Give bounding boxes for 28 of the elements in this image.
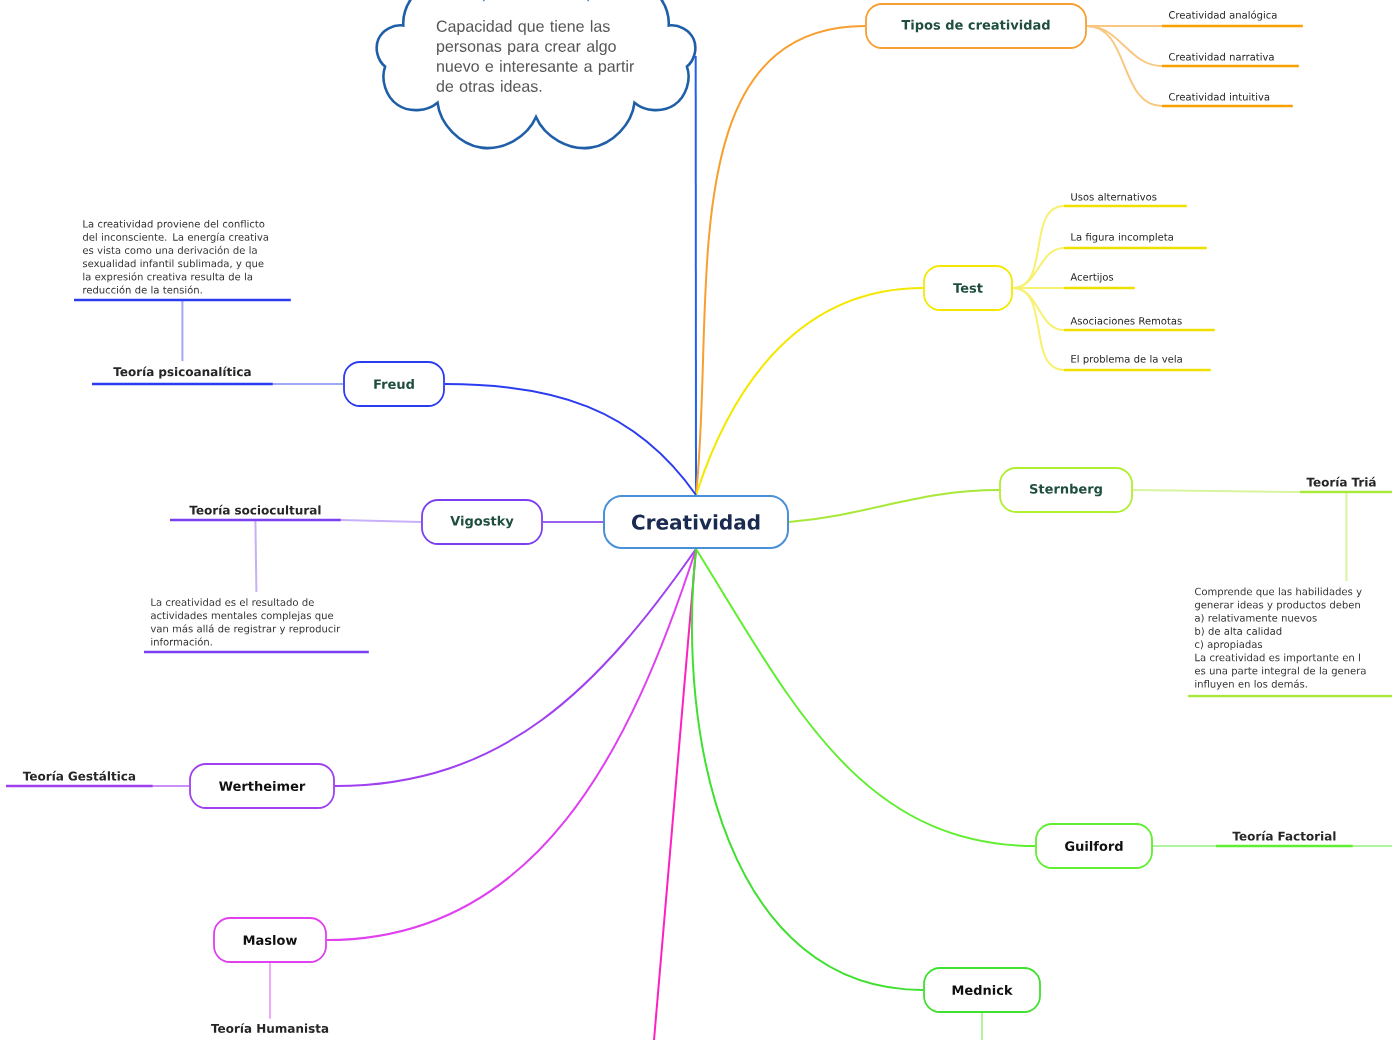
branch-line (695, 548, 1037, 847)
branch-line (695, 25, 867, 496)
branch-line (151, 785, 191, 787)
branch-line (443, 383, 697, 496)
branch-line (1011, 287, 1065, 289)
branch-line (333, 548, 697, 787)
branch-line (1011, 287, 1065, 371)
branch-line (541, 521, 604, 523)
branch-line (254, 519, 258, 593)
branch-line (653, 548, 697, 1040)
branch-line (271, 383, 345, 385)
branch-line (1345, 491, 1348, 583)
branch-line (1085, 25, 1163, 107)
branch-line (269, 961, 271, 1020)
branch-line (691, 548, 925, 991)
branch-line (339, 519, 423, 523)
branch-line (1011, 247, 1065, 289)
branch-line (1085, 25, 1163, 67)
branch-line (1351, 845, 1392, 847)
branch-line (981, 1011, 983, 1040)
branch-line (1131, 489, 1301, 493)
branch-line (1151, 845, 1217, 847)
branch-line (181, 299, 184, 363)
branch-line (788, 489, 1001, 523)
thought-cloud: Capacidad que tiene las personas para crear algo nuevo e interesante a partir de otras ideas. (375, 0, 697, 150)
central-topic-box: Creatividad (603, 495, 789, 549)
branch-line (325, 548, 697, 941)
branch-line (695, 287, 925, 496)
